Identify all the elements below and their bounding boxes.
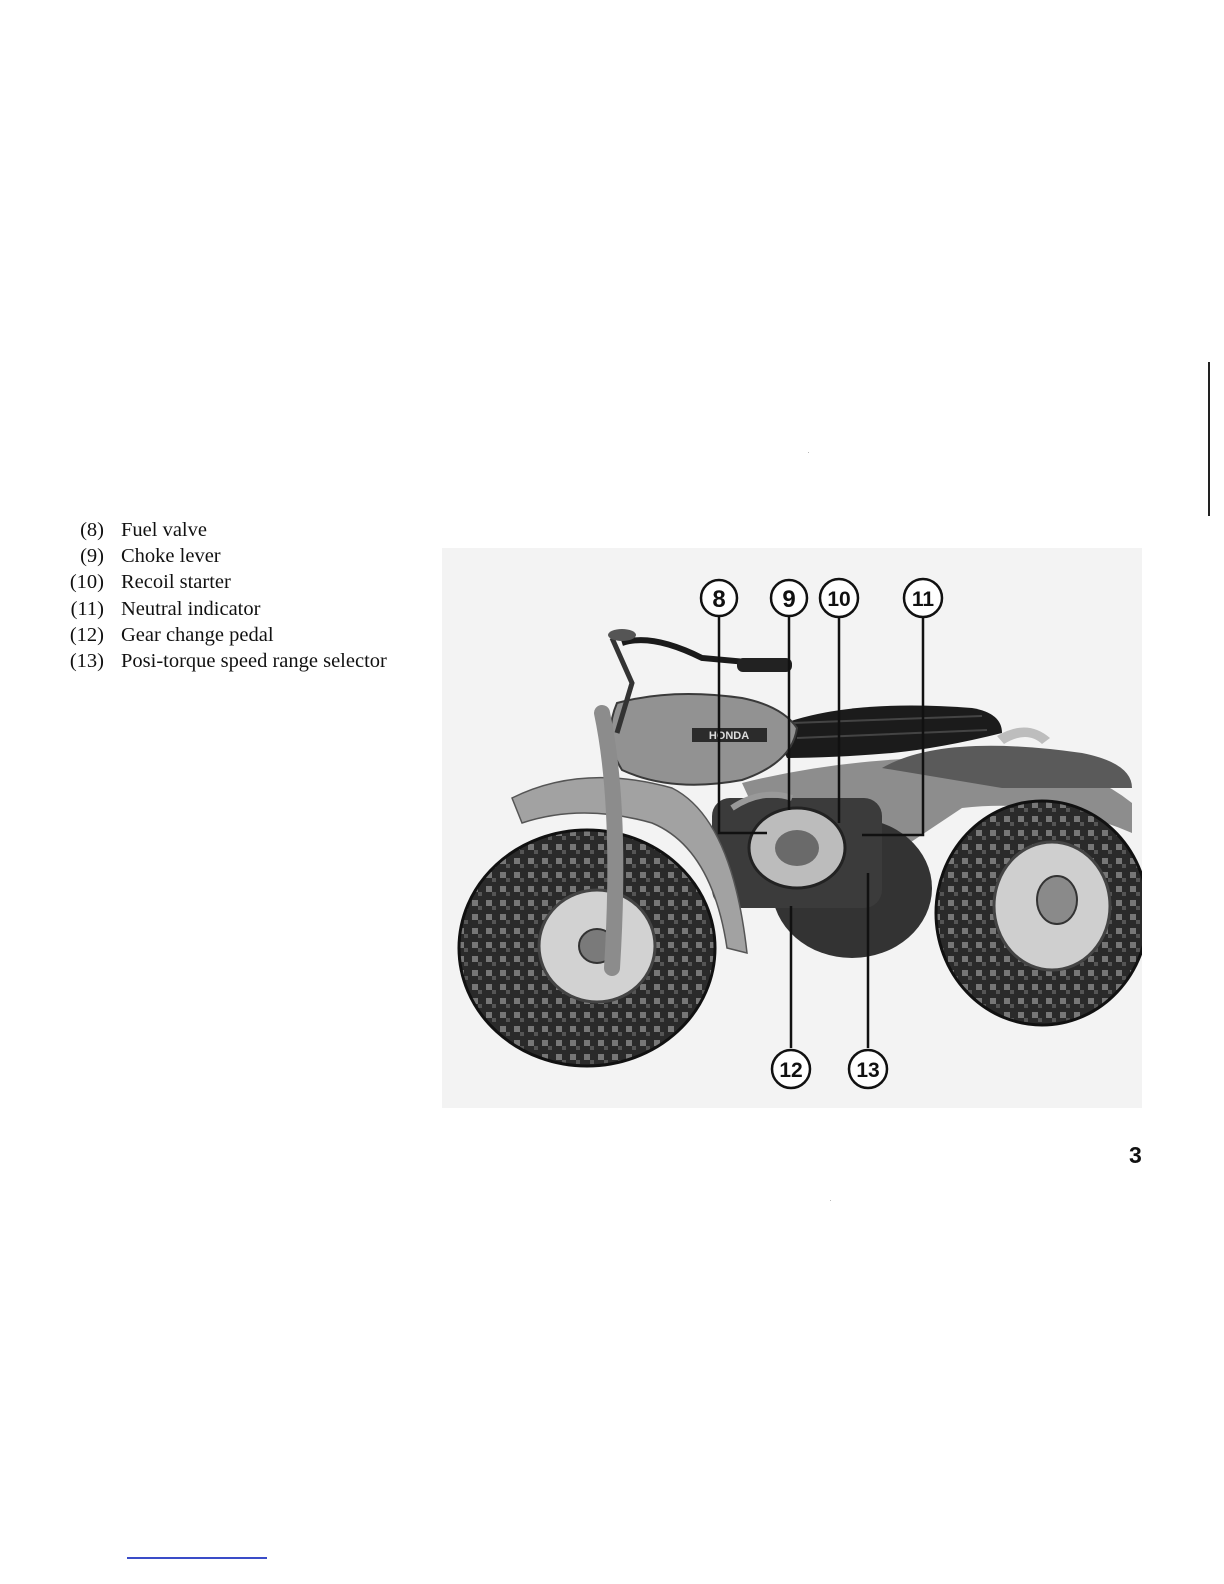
tank-logo: HONDA <box>709 730 749 742</box>
callout-9: 9 <box>771 580 807 616</box>
margin-change-bar <box>1208 362 1210 516</box>
legend-label: Posi-torque speed range selector <box>121 648 387 674</box>
mirror <box>608 629 636 641</box>
footer-rule <box>127 1557 267 1559</box>
svg-text:8: 8 <box>712 586 725 613</box>
legend-number: (8) <box>58 517 121 543</box>
legend-item: (8)Fuel valve <box>58 517 387 543</box>
svg-text:9: 9 <box>782 586 795 613</box>
scan-speck <box>808 452 809 453</box>
callout-13: 13 <box>849 1050 887 1088</box>
crankcase-center <box>775 830 819 866</box>
svg-text:11: 11 <box>912 588 935 611</box>
atc-photo: HONDA 8 9 10 11 12 13 <box>442 548 1142 1108</box>
svg-text:13: 13 <box>856 1059 879 1082</box>
legend-item: (12)Gear change pedal <box>58 622 387 648</box>
legend-number: (12) <box>58 622 121 648</box>
legend-number: (10) <box>58 569 121 595</box>
legend-label: Recoil starter <box>121 569 231 595</box>
legend-number: (11) <box>58 596 121 622</box>
callout-11: 11 <box>904 579 942 617</box>
legend-label: Neutral indicator <box>121 596 260 622</box>
legend-label: Choke lever <box>121 543 221 569</box>
callout-12: 12 <box>772 1050 810 1088</box>
legend-item: (11)Neutral indicator <box>58 596 387 622</box>
handlebar-grip <box>737 658 792 672</box>
legend-label: Fuel valve <box>121 517 207 543</box>
legend-label: Gear change pedal <box>121 622 274 648</box>
callout-10: 10 <box>820 579 858 617</box>
callout-8: 8 <box>701 580 737 616</box>
page-number: 3 <box>1129 1142 1142 1169</box>
rear-hub <box>1037 876 1077 924</box>
legend-item: (9)Choke lever <box>58 543 387 569</box>
legend-number: (9) <box>58 543 121 569</box>
parts-legend: (8)Fuel valve (9)Choke lever (10)Recoil … <box>58 517 387 674</box>
scan-speck <box>830 1200 831 1201</box>
legend-item: (10)Recoil starter <box>58 569 387 595</box>
legend-item: (13)Posi-torque speed range selector <box>58 648 387 674</box>
legend-number: (13) <box>58 648 121 674</box>
svg-text:12: 12 <box>779 1059 802 1082</box>
svg-text:10: 10 <box>827 588 850 611</box>
